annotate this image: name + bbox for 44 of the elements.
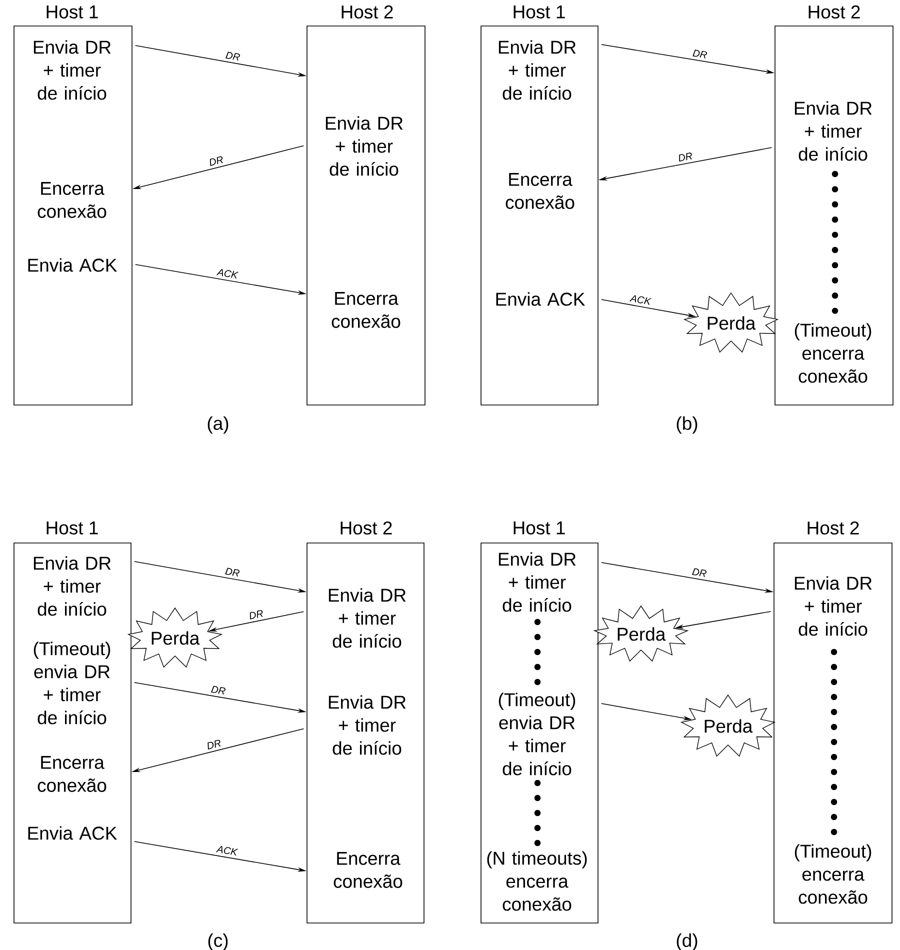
edge-label: ACK xyxy=(215,844,240,857)
event-text: Envia ACK xyxy=(28,826,118,840)
event-text: (Timeout) encerra conexão xyxy=(794,323,872,383)
edge-label: DR xyxy=(247,608,266,621)
event-text: Envia DR + timer de início xyxy=(794,576,872,636)
event-text: Envia DR + timer de início xyxy=(34,556,111,616)
edge-label: ACK xyxy=(628,293,653,306)
event-text: (Timeout) envia DR + timer de início xyxy=(34,642,110,724)
event-text: Envia ACK xyxy=(496,292,586,306)
event-text: Encerra conexão xyxy=(38,182,106,218)
host-label: Host 2 xyxy=(342,5,393,19)
edge-label: DR xyxy=(691,48,709,60)
event-text: Encerra conexão xyxy=(334,852,402,888)
event-text: Envia DR + timer de início xyxy=(326,116,403,176)
edge-label: DR xyxy=(224,566,242,578)
edge-label: DR xyxy=(676,151,694,163)
event-text: (N timeouts) encerra conexão xyxy=(487,851,587,911)
event-text: Envia DR + timer de início xyxy=(794,101,872,161)
host-label: Host 1 xyxy=(46,6,98,18)
event-text: (Timeout) envia DR + timer de início xyxy=(498,692,576,776)
host-label: Host 1 xyxy=(514,6,565,18)
panel-caption: (b) xyxy=(676,416,698,434)
event-text: Envia DR + timer de início xyxy=(328,695,406,755)
edge-label: DR xyxy=(204,738,223,751)
host-label: Host 1 xyxy=(46,522,98,534)
edge-label: DR xyxy=(207,154,226,168)
event-text: Encerra conexão xyxy=(506,173,574,209)
event-text: Envia DR + timer de início xyxy=(34,40,111,100)
edge-label: ACK xyxy=(216,267,240,280)
host-label: Host 1 xyxy=(514,522,565,534)
event-text: Envia DR + timer de início xyxy=(498,40,576,100)
event-text: Envia DR + timer de início xyxy=(498,552,576,612)
event-text: Encerra conexão xyxy=(38,756,106,792)
host-label: Host 2 xyxy=(808,5,860,19)
event-text: (Timeout) encerra conexão xyxy=(794,844,872,904)
edge-label: DR xyxy=(690,566,708,578)
panel-caption: (a) xyxy=(208,416,228,434)
event-text: Envia ACK xyxy=(28,258,118,272)
event-text: Envia DR + timer de início xyxy=(328,588,406,648)
edge-label: DR xyxy=(210,684,228,696)
event-text: Encerra conexão xyxy=(332,292,400,328)
host-label: Host 2 xyxy=(340,521,392,535)
host-label: Host 2 xyxy=(808,521,859,535)
edge-label: DR xyxy=(224,50,242,62)
